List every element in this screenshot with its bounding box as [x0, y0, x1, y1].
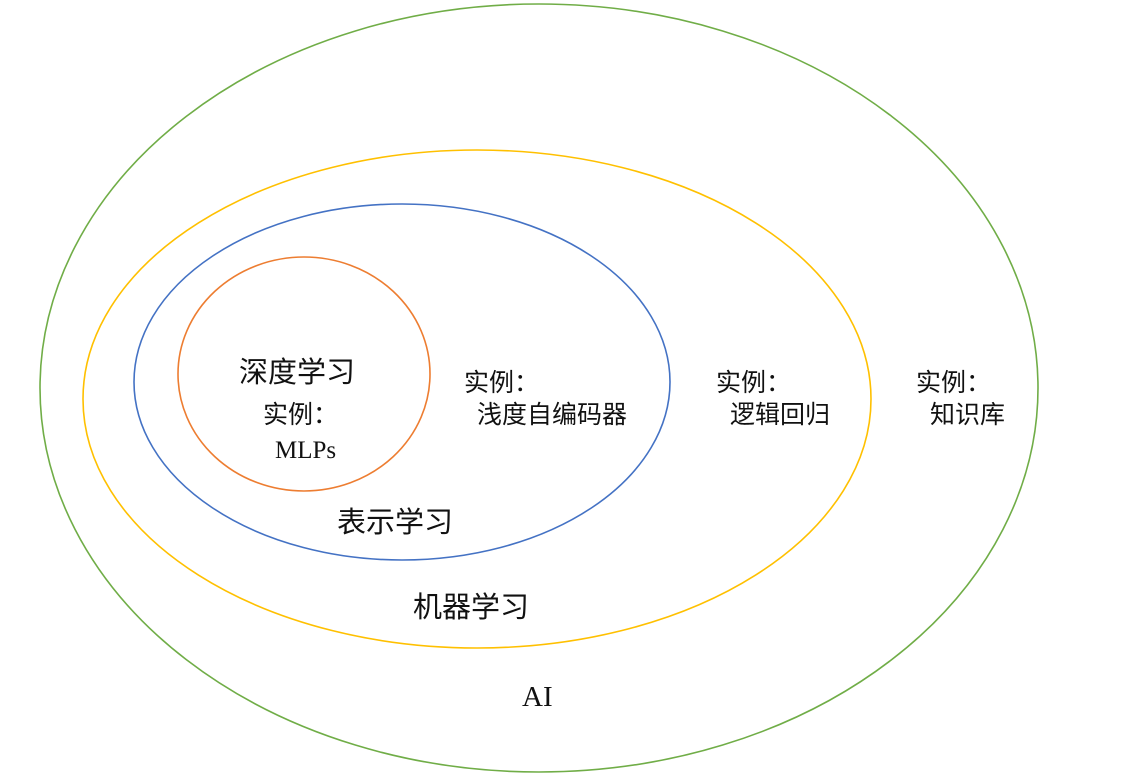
- ai-example: 知识库: [930, 400, 1006, 429]
- machine-learning-example: 逻辑回归: [730, 400, 831, 429]
- machine-learning-ellipse: [82, 149, 872, 649]
- machine-learning-title: 机器学习: [413, 590, 530, 624]
- ai-example-prefix: 实例：: [916, 368, 992, 397]
- representation-learning-example-prefix: 实例：: [464, 368, 540, 397]
- deep-learning-title: 深度学习: [239, 355, 356, 389]
- representation-learning-example: 浅度自编码器: [477, 400, 628, 429]
- deep-learning-example: MLPs: [275, 437, 337, 464]
- ai-title: AI: [522, 681, 553, 713]
- machine-learning-example-prefix: 实例：: [716, 368, 792, 397]
- representation-learning-title: 表示学习: [337, 505, 454, 539]
- deep-learning-example-prefix: 实例：: [263, 400, 339, 429]
- representation-learning-ellipse: [133, 203, 671, 561]
- ai-ellipse: [39, 3, 1039, 773]
- deep-learning-ellipse: [177, 256, 431, 492]
